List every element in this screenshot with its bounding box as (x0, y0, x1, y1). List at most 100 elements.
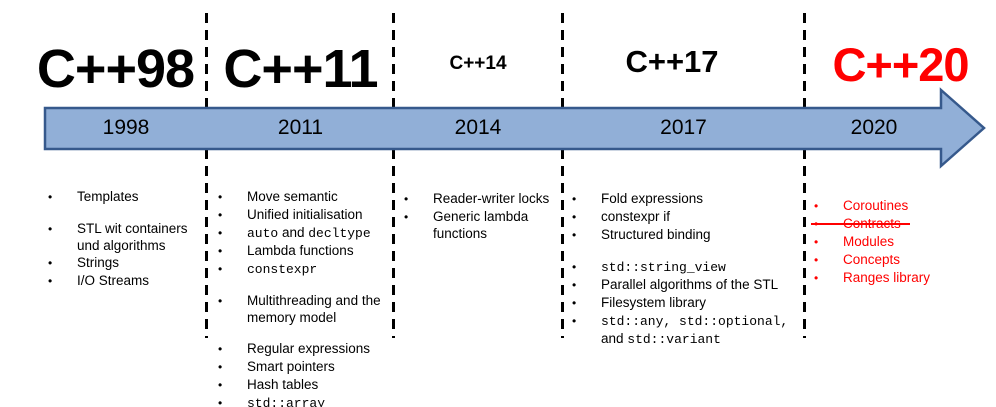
feature-item: • Regular expressions (218, 340, 404, 358)
feature-text: I/O Streams (77, 273, 150, 288)
feature-text: Smart pointers (247, 359, 335, 374)
feature-item: • Move semantic (218, 188, 404, 206)
year-label-2014: 2014 (454, 116, 502, 139)
feature-item: • Smart pointers (218, 358, 404, 376)
feature-text: Multithreading and the memory model (247, 293, 381, 325)
bullet-icon: • (218, 226, 223, 240)
feature-text: constexpr if (601, 209, 671, 224)
feature-item: • Unified initialisation (218, 206, 404, 224)
feature-item: • Coroutines (814, 197, 986, 215)
feature-item: • Ranges library (814, 269, 986, 287)
year-label-2011: 2011 (277, 116, 324, 139)
feature-text: Move semantic (247, 189, 338, 204)
feature-text: Unified initialisation (247, 207, 363, 222)
bullet-icon: • (218, 208, 223, 222)
feature-item: • Hash tables (218, 376, 404, 394)
bullet-icon: • (218, 190, 223, 204)
feature-item: •Parallel algorithms of the STL (572, 276, 804, 294)
feature-item: •Templates (48, 188, 190, 206)
feature-text: Concepts (843, 252, 901, 267)
bullet-icon: • (404, 210, 409, 224)
feature-group: • Regular expressions • Smart pointers • Hash… (218, 340, 404, 407)
feature-text: Filesystem library (601, 295, 707, 310)
bullet-icon: • (48, 222, 53, 236)
bullet-icon: • (218, 294, 223, 308)
bullet-icon: • (572, 228, 577, 242)
feature-text: Coroutines (843, 198, 909, 213)
bullet-icon: • (48, 274, 53, 288)
feature-item: • I/O Streams (48, 272, 190, 290)
year-label-1998: 1998 (102, 116, 150, 139)
feature-item: •auto and decltype (218, 224, 404, 242)
feature-text: Templates (77, 189, 139, 204)
feature-item: •Filesystem library (572, 294, 804, 312)
bullet-icon: • (48, 256, 53, 270)
feature-text: STL wit containers und algorithms (77, 221, 188, 253)
timeline-arrow (43, 87, 986, 169)
feature-item: •std::any, std::optional, and std::varia… (572, 312, 804, 348)
timeline-arrow-shape (43, 87, 986, 169)
feature-item: •Modules (814, 233, 986, 251)
feature-item: • Fold expressions (572, 190, 804, 208)
feature-item: • STL wit containers und algorithms (48, 220, 190, 254)
feature-text: Structured binding (601, 227, 711, 242)
feature-text: Regular expressions (247, 341, 371, 356)
feature-item: •std::string_view (572, 258, 804, 276)
year-label-2020: 2020 (850, 116, 898, 139)
feature-text: std::any, std::optional, and std::varian… (601, 314, 789, 347)
bullet-icon: • (572, 192, 577, 206)
feature-text: Generic lambda functions (433, 209, 529, 241)
feature-group: •std::string_view•Parallel algorithms of… (572, 258, 804, 348)
dashed-separator (205, 13, 208, 338)
feature-item: • Lambda functions (218, 242, 404, 260)
bullet-icon: • (572, 210, 577, 224)
feature-group: •Reader-writer locks•Generic lambda func… (404, 190, 562, 242)
feature-text: std::array (247, 396, 326, 407)
heading-cpp98: C++98 (36, 39, 195, 99)
feature-text: Hash tables (247, 377, 319, 392)
bullet-icon: • (404, 192, 409, 206)
bullet-icon: • (218, 396, 223, 407)
feature-text: Strings (77, 255, 120, 270)
heading-cpp17: C++17 (625, 44, 719, 79)
dashed-separator (392, 13, 395, 338)
feature-list-cpp11: • Move semantic • Unified initialisation •au… (218, 188, 404, 407)
feature-text: Fold expressions (601, 191, 704, 206)
bullet-icon: • (814, 235, 819, 249)
feature-text: Ranges library (843, 270, 931, 285)
feature-item: • Strings (48, 254, 190, 272)
feature-list-cpp14: •Reader-writer locks•Generic lambda func… (404, 190, 562, 242)
feature-item: • constexpr if (572, 208, 804, 226)
bullet-icon: • (814, 199, 819, 213)
feature-text: Contracts (843, 216, 901, 231)
feature-item: • Generic lambda functions (404, 208, 562, 242)
feature-text: Lambda functions (247, 243, 354, 258)
feature-item: • Contracts (811, 215, 986, 233)
feature-text: std::string_view (601, 260, 726, 275)
bullet-icon: • (814, 253, 819, 267)
feature-item: • std::array (218, 394, 404, 407)
bullet-icon: • (814, 271, 819, 285)
heading-cpp14: C++14 (449, 53, 507, 74)
feature-item: • Multithreading and the memory model (218, 292, 404, 326)
feature-list-cpp98: •Templates•STL wit containers und algori… (48, 188, 190, 290)
feature-group: •Coroutines•Contracts•Modules•Concepts•R… (811, 197, 986, 287)
bullet-icon: • (572, 278, 577, 292)
bullet-icon: • (814, 217, 819, 231)
feature-item: •Reader-writer locks (404, 190, 562, 208)
feature-group: •Templates (48, 188, 190, 206)
feature-item: • Structured binding (572, 226, 804, 244)
dashed-separator (803, 13, 806, 338)
heading-cpp11: C++11 (223, 39, 378, 99)
feature-text: constexpr (247, 262, 318, 277)
heading-cpp20: C++20 (832, 38, 969, 91)
bullet-icon: • (218, 378, 223, 392)
bullet-icon: • (218, 342, 223, 356)
bullet-icon: • (218, 244, 223, 258)
feature-item: • Concepts (814, 251, 986, 269)
feature-item: • constexpr (218, 260, 404, 278)
dashed-separator (561, 13, 564, 338)
bullet-icon: • (218, 262, 223, 276)
bullet-icon: • (218, 360, 223, 374)
